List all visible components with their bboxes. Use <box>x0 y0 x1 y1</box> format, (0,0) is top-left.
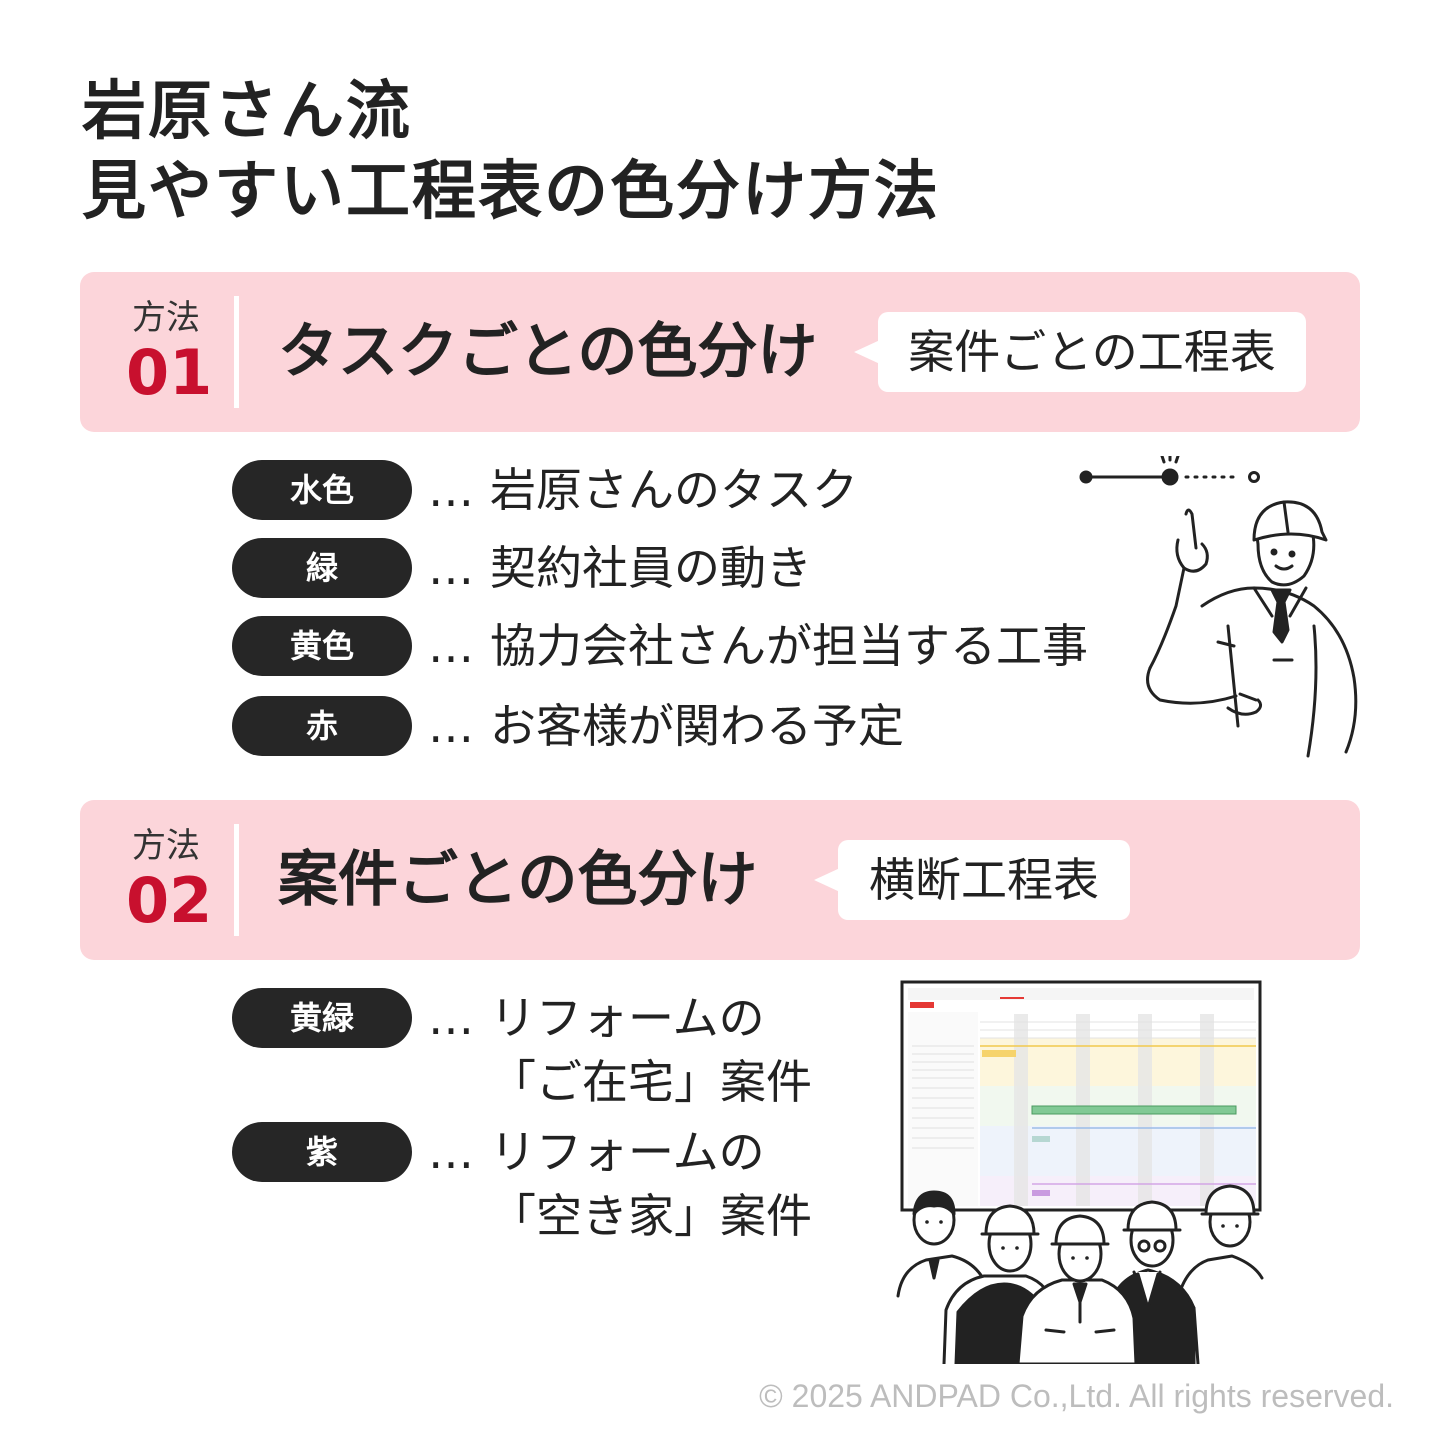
desc-text: 岩原さんのタスク <box>490 463 858 517</box>
method-02-heading: 案件ごとの色分け <box>278 845 758 915</box>
title-line-1: 岩原さん流 <box>82 75 412 149</box>
desc-text: お客様が関わる予定 <box>490 699 904 753</box>
ellipsis: … <box>428 991 474 1045</box>
method-01-heading: タスクごとの色分け <box>278 317 818 387</box>
desc-line-1: リフォームの <box>490 1125 765 1179</box>
color-desc-yellow: … 協力会社さんが担当する工事 <box>428 614 1088 678</box>
method-02-divider <box>234 824 239 936</box>
ellipsis: … <box>428 1125 474 1179</box>
color-desc-yellow-green: … リフォームの 「ご在宅」案件 <box>428 986 812 1114</box>
color-pill-green: 緑 <box>232 538 412 598</box>
method-02-bubble: 横断工程表 <box>814 840 1130 920</box>
copyright-text: © 2025 ANDPAD Co.,Ltd. All rights reserv… <box>759 1378 1394 1414</box>
color-pill-yellow: 黄色 <box>232 616 412 676</box>
method-01-divider <box>234 296 239 408</box>
method-02-label: 方法 02 <box>126 826 213 937</box>
ellipsis: … <box>428 699 474 753</box>
ellipsis: … <box>428 541 474 595</box>
color-desc-green: … 契約社員の動き <box>428 536 812 600</box>
color-desc-red: … お客様が関わる予定 <box>428 694 904 758</box>
title-line-2: 見やすい工程表の色分け方法 <box>82 155 940 229</box>
desc-text: 契約社員の動き <box>490 541 812 595</box>
desc-line-2: 「空き家」案件 <box>490 1189 812 1243</box>
color-pill-light-blue: 水色 <box>232 460 412 520</box>
page-title: 岩原さん流 見やすい工程表の色分け方法 <box>82 72 940 232</box>
color-pill-purple: 紫 <box>232 1122 412 1182</box>
ellipsis: … <box>428 619 474 673</box>
method-02-panel: 方法 02 案件ごとの色分け 横断工程表 <box>80 800 1360 960</box>
method-01-word: 方法 <box>132 298 200 338</box>
method-01-panel: 方法 01 タスクごとの色分け 案件ごとの工程表 <box>80 272 1360 432</box>
desc-line-2: 「ご在宅」案件 <box>490 1055 812 1109</box>
color-pill-yellow-green: 黄緑 <box>232 988 412 1048</box>
method-02-number: 02 <box>126 864 213 937</box>
ellipsis: … <box>428 463 474 517</box>
color-pill-red: 赤 <box>232 696 412 756</box>
method-01-label: 方法 01 <box>126 298 213 409</box>
method-02-word: 方法 <box>132 826 200 866</box>
desc-text: 協力会社さんが担当する工事 <box>490 619 1088 673</box>
desc-line-1: リフォームの <box>490 991 765 1045</box>
color-desc-purple: … リフォームの 「空き家」案件 <box>428 1120 812 1248</box>
method-01-number: 01 <box>126 336 213 409</box>
color-desc-light-blue: … 岩原さんのタスク <box>428 458 858 522</box>
method-01-bubble: 案件ごとの工程表 <box>854 312 1306 392</box>
team-schedule-illustration <box>896 980 1264 1364</box>
worker-pointing-illustration <box>1079 456 1358 758</box>
